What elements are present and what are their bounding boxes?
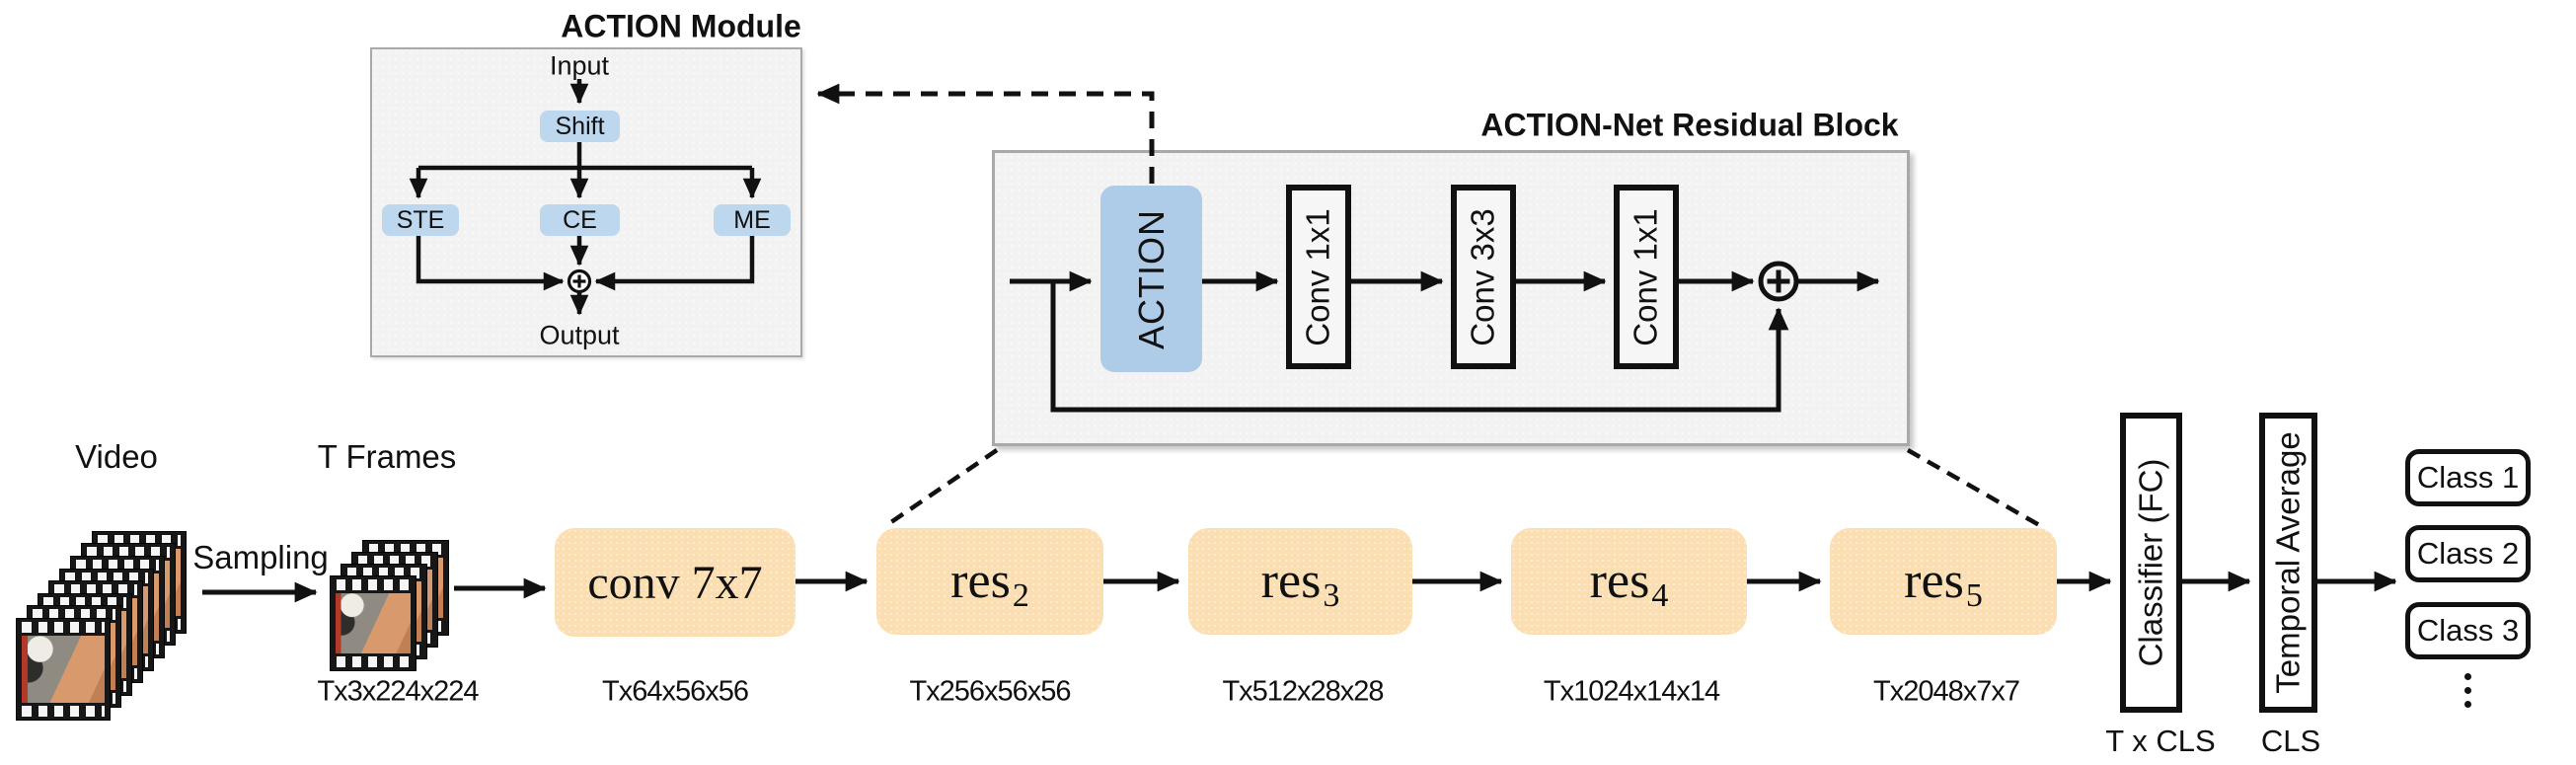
- stage-conv7x7: conv 7x7: [555, 528, 796, 637]
- sprocket-holes: [368, 544, 443, 555]
- sprocket-holes: [65, 573, 148, 583]
- me-box: ME: [714, 204, 791, 236]
- ste-label: STE: [396, 205, 445, 234]
- class-1-label: Class 1: [2416, 460, 2520, 495]
- res3-subscript: 3: [1323, 577, 1340, 614]
- sprocket-holes: [336, 579, 411, 590]
- tframes-label: T Frames: [317, 438, 457, 475]
- frame-photo: [22, 636, 105, 703]
- res2-subscript: 2: [1012, 577, 1029, 614]
- action-box: ACTION: [1100, 186, 1202, 372]
- res2-dim-label: Tx256x56x56: [909, 675, 1071, 708]
- sprocket-holes: [22, 622, 105, 633]
- sprocket-holes: [87, 547, 170, 558]
- sprocket-holes: [22, 706, 105, 717]
- classifier-label: Classifier (FC): [2132, 458, 2169, 667]
- action-label: ACTION: [1130, 208, 1172, 349]
- module-input-label: Input: [549, 50, 610, 81]
- ce-label: CE: [563, 205, 597, 234]
- res3-label: res: [1260, 553, 1322, 609]
- arrow-ste-to-sum: [416, 236, 565, 291]
- me-label: ME: [733, 205, 771, 234]
- res5-subscript: 5: [1965, 577, 1983, 614]
- res5-label: res: [1904, 553, 1964, 609]
- res2-label: res: [950, 553, 1011, 609]
- film-frame: [16, 618, 111, 721]
- sprocket-holes: [76, 560, 159, 571]
- action-module-title: ACTION Module: [561, 8, 801, 44]
- conv1x1-box-b: Conv 1x1: [1614, 185, 1679, 369]
- sprocket-holes: [357, 556, 432, 567]
- sprocket-holes: [98, 535, 181, 546]
- res5-dim-label: Tx2048x7x7: [1873, 675, 2020, 708]
- conv3x3-box: Conv 3x3: [1451, 185, 1516, 369]
- temporal-dim-label: CLS: [2260, 724, 2321, 758]
- shift-label: Shift: [555, 112, 605, 140]
- conv7x7-label: conv 7x7: [587, 556, 763, 609]
- film-frame: [330, 575, 417, 671]
- tframes-dim-label: Tx3x224x224: [317, 675, 479, 708]
- class-box-2: Class 2: [2405, 525, 2531, 582]
- dashed-link-action-module: [816, 83, 1155, 184]
- dashed-zoom-right: [1906, 448, 2043, 528]
- module-output-label: Output: [539, 320, 620, 350]
- residual-block-title: ACTION-Net Residual Block: [1480, 107, 1899, 143]
- classifier-box: Classifier (FC): [2120, 413, 2182, 713]
- ste-box: STE: [382, 204, 459, 236]
- residual-plus-circle-icon: [1758, 261, 1799, 302]
- frame-photo: [336, 593, 411, 653]
- class-2-label: Class 2: [2416, 536, 2520, 571]
- class-box-3: Class 3: [2405, 602, 2531, 659]
- video-label: Video: [75, 438, 158, 475]
- sprocket-holes: [43, 597, 126, 608]
- class-box-1: Class 1: [2405, 449, 2531, 506]
- sprocket-holes: [33, 609, 115, 620]
- res4-label: res: [1589, 553, 1650, 609]
- module-plus-circle-icon: [567, 268, 592, 294]
- arrow-me-to-sum: [594, 236, 755, 291]
- sprocket-holes: [336, 656, 411, 667]
- conv7x7-dim-label: Tx64x56x56: [602, 675, 749, 708]
- skip-connection: [1050, 281, 1789, 413]
- dashed-zoom-left: [886, 448, 999, 526]
- shift-box: Shift: [540, 111, 620, 142]
- class-3-label: Class 3: [2416, 613, 2520, 648]
- branch-line: [418, 142, 752, 171]
- res3-dim-label: Tx512x28x28: [1222, 675, 1384, 708]
- sprocket-holes: [54, 584, 137, 595]
- conv1x1-box-a: Conv 1x1: [1286, 185, 1351, 369]
- temporal-average-box: Temporal Average: [2259, 413, 2317, 713]
- ce-box: CE: [540, 204, 620, 236]
- ellipsis-icon: [2464, 673, 2471, 708]
- conv1x1-label-a: Conv 1x1: [1300, 207, 1337, 346]
- res4-subscript: 4: [1651, 577, 1669, 614]
- sprocket-holes: [346, 568, 421, 578]
- conv1x1-label-b: Conv 1x1: [1628, 207, 1665, 346]
- res4-dim-label: Tx1024x14x14: [1543, 675, 1720, 708]
- sampling-label: Sampling: [192, 539, 329, 575]
- conv3x3-label: Conv 3x3: [1465, 207, 1502, 346]
- classifier-dim-label: T x CLS: [2105, 724, 2216, 758]
- temporal-average-label: Temporal Average: [2269, 431, 2307, 694]
